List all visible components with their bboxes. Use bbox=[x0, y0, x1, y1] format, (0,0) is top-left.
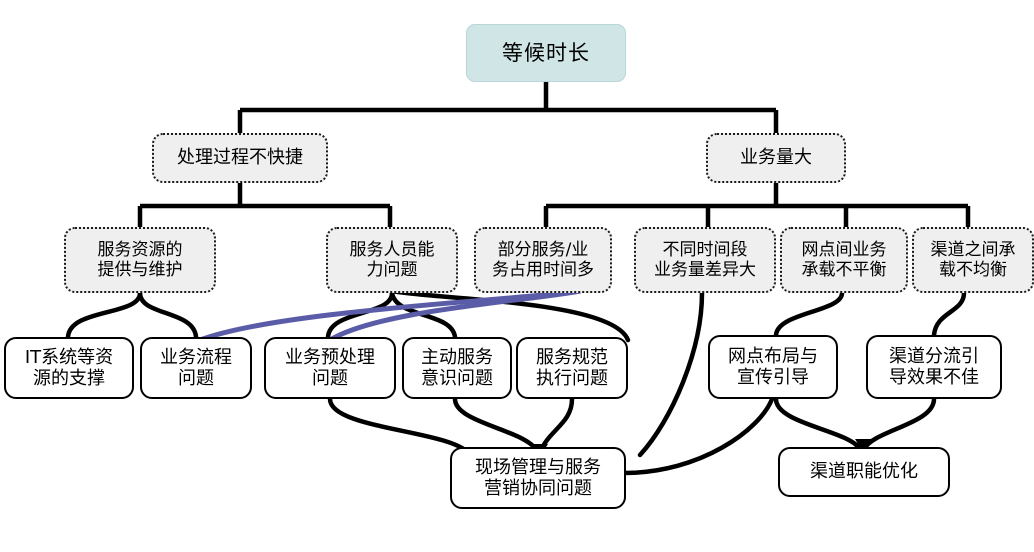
edge-period-site bbox=[637, 290, 705, 458]
edge-volume-bus bbox=[543, 183, 971, 227]
node-time-consuming-services[interactable]: 部分服务/业 务占用时间多 bbox=[474, 227, 612, 293]
edge-divert-func bbox=[861, 396, 937, 452]
node-proactive-awareness-issue[interactable]: 主动服务 意识问题 bbox=[402, 337, 512, 399]
edge-time-pre bbox=[327, 288, 583, 343]
node-high-volume[interactable]: 业务量大 bbox=[706, 133, 846, 183]
node-time-period-variance[interactable]: 不同时间段 业务量差异大 bbox=[634, 227, 776, 293]
node-channel-imbalance[interactable]: 渠道之间承 载不均衡 bbox=[912, 227, 1034, 293]
node-service-standard-issue[interactable]: 服务规范 执行问题 bbox=[516, 337, 628, 399]
edge-res-it bbox=[65, 290, 143, 340]
edge-layout-func bbox=[773, 396, 863, 452]
node-business-process-issue[interactable]: 业务流程 问题 bbox=[140, 337, 252, 399]
edge-pre-site bbox=[327, 396, 473, 458]
edge-site-layout bbox=[621, 396, 775, 476]
edge-res-flow bbox=[137, 290, 199, 340]
edge-slow-bus bbox=[137, 183, 393, 227]
node-channel-diversion-weak[interactable]: 渠道分流引 导效果不佳 bbox=[866, 335, 1002, 399]
node-service-resources[interactable]: 服务资源的 提供与维护 bbox=[64, 227, 216, 293]
edge-time-flow bbox=[197, 288, 583, 343]
node-pre-processing-issue[interactable]: 业务预处理 问题 bbox=[264, 337, 396, 399]
edge-staff-norm bbox=[389, 288, 631, 343]
node-branch-layout-promotion[interactable]: 网点布局与 宣传引导 bbox=[708, 335, 838, 399]
edge-branch-layout bbox=[773, 290, 845, 338]
node-root[interactable]: 等候时长 bbox=[466, 24, 626, 82]
edge-channel-divert bbox=[931, 290, 967, 338]
node-process-not-fast[interactable]: 处理过程不快捷 bbox=[152, 133, 328, 183]
edge-staff-aware bbox=[389, 290, 458, 340]
node-onsite-management-coordination[interactable]: 现场管理与服务 营销协同问题 bbox=[450, 447, 626, 509]
cross-edges bbox=[197, 288, 583, 343]
node-channel-function-optimization[interactable]: 渠道职能优化 bbox=[778, 447, 950, 497]
node-it-resource-support[interactable]: IT系统等资 源的支撑 bbox=[4, 337, 134, 399]
edge-norm-site bbox=[537, 396, 575, 456]
edge-aware-site bbox=[452, 396, 541, 456]
node-branch-imbalance[interactable]: 网点间业务 承载不平衡 bbox=[780, 227, 908, 293]
edge-root-bus bbox=[237, 82, 779, 133]
edge-staff-pre bbox=[325, 290, 395, 340]
node-staff-capability[interactable]: 服务人员能 力问题 bbox=[326, 227, 458, 293]
